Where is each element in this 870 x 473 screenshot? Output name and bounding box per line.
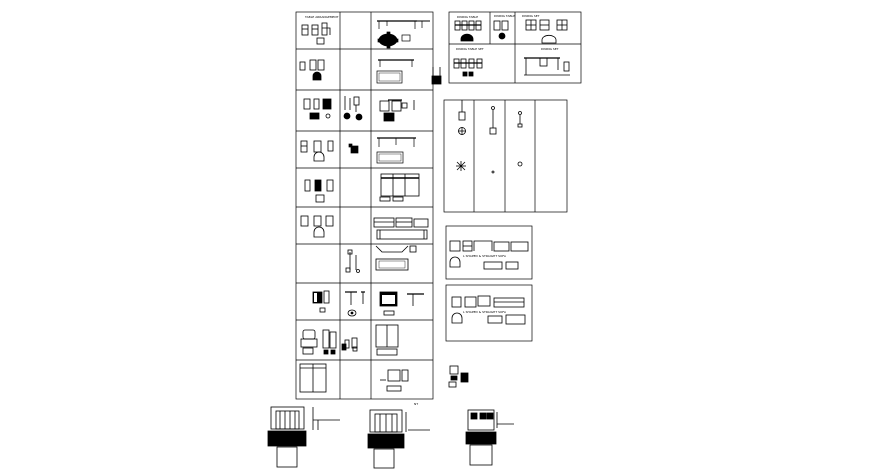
dining-chair-set [301, 22, 331, 45]
bed-elevation [379, 291, 424, 316]
dining-set-elevation [379, 99, 415, 122]
sofa-panel-2: L SHAPED & STRAIGHT SOFA [445, 284, 533, 342]
wardrobe-elevation [379, 173, 420, 202]
main-grid-frame [295, 11, 434, 400]
panel-a-label-1: DINING TABLE [457, 15, 478, 19]
armchair-group [299, 59, 325, 81]
dining-set-a4 [453, 58, 483, 77]
dining-sets-panel: DINING TABLE DINING TABLE DINING SET DIN… [448, 11, 582, 84]
double-wardrobe [375, 324, 399, 356]
rectangular-table [376, 59, 414, 84]
sofa-caption-1: L SHAPED & STRAIGHT SOFA [463, 254, 507, 258]
panel-a-label-5: DINING SET [541, 47, 559, 51]
dining-set-a3 [525, 19, 568, 44]
small-chair-cluster [448, 365, 469, 388]
bed-plan-3 [465, 409, 514, 466]
pendant-light-3 [517, 111, 523, 167]
panel-a-label-2: DINING TABLE [494, 14, 515, 18]
chaise-sofa [375, 245, 417, 271]
lighting-panel [443, 99, 568, 213]
dining-table-oval [377, 20, 430, 49]
bed-plan-2 [367, 409, 430, 469]
standalone-chair [431, 67, 442, 85]
sofa-panel-1-frame [445, 225, 533, 280]
dining-set-a5 [524, 57, 570, 76]
chair-elevations [300, 140, 334, 162]
sofa-elevations [373, 217, 429, 240]
pendant-light-1 [458, 100, 466, 135]
main-furniture-grid: TABLE ARRANGEMENT [295, 11, 434, 406]
pedestal-tables [345, 291, 365, 317]
counter-chairs [303, 98, 332, 120]
nightstand-set [380, 369, 409, 392]
lounge-chairs [300, 215, 334, 238]
sofa-caption-2: L SHAPED & STRAIGHT SOFA [463, 310, 507, 314]
panel-a-label-3: DINING SET [522, 14, 540, 18]
main-header-label: TABLE ARRANGEMENT [304, 15, 339, 19]
long-table [376, 137, 416, 164]
sofa-panel-2-frame [445, 284, 533, 342]
ceiling-fan-symbol [456, 161, 466, 171]
pendant-light-2 [489, 106, 497, 174]
dining-chairs-a2 [493, 20, 509, 40]
lighting-panel-frame [443, 99, 568, 213]
chair-group-5 [304, 179, 334, 203]
sofa-panel-1: L SHAPED & STRAIGHT SOFA [445, 225, 533, 280]
panel-a-label-4: DINING TABLE SET [456, 47, 484, 51]
floor-lamps [345, 249, 360, 273]
sheet-mark: NT [414, 402, 418, 406]
bar-stools [343, 96, 363, 121]
bed-plan-1 [267, 406, 340, 468]
dining-chairs-a1 [454, 20, 482, 42]
tv-cabinet [300, 329, 337, 355]
cabinet-set [312, 290, 330, 313]
small-cabinets [341, 337, 358, 352]
side-table-symbol [348, 143, 359, 154]
armoire [299, 363, 327, 393]
